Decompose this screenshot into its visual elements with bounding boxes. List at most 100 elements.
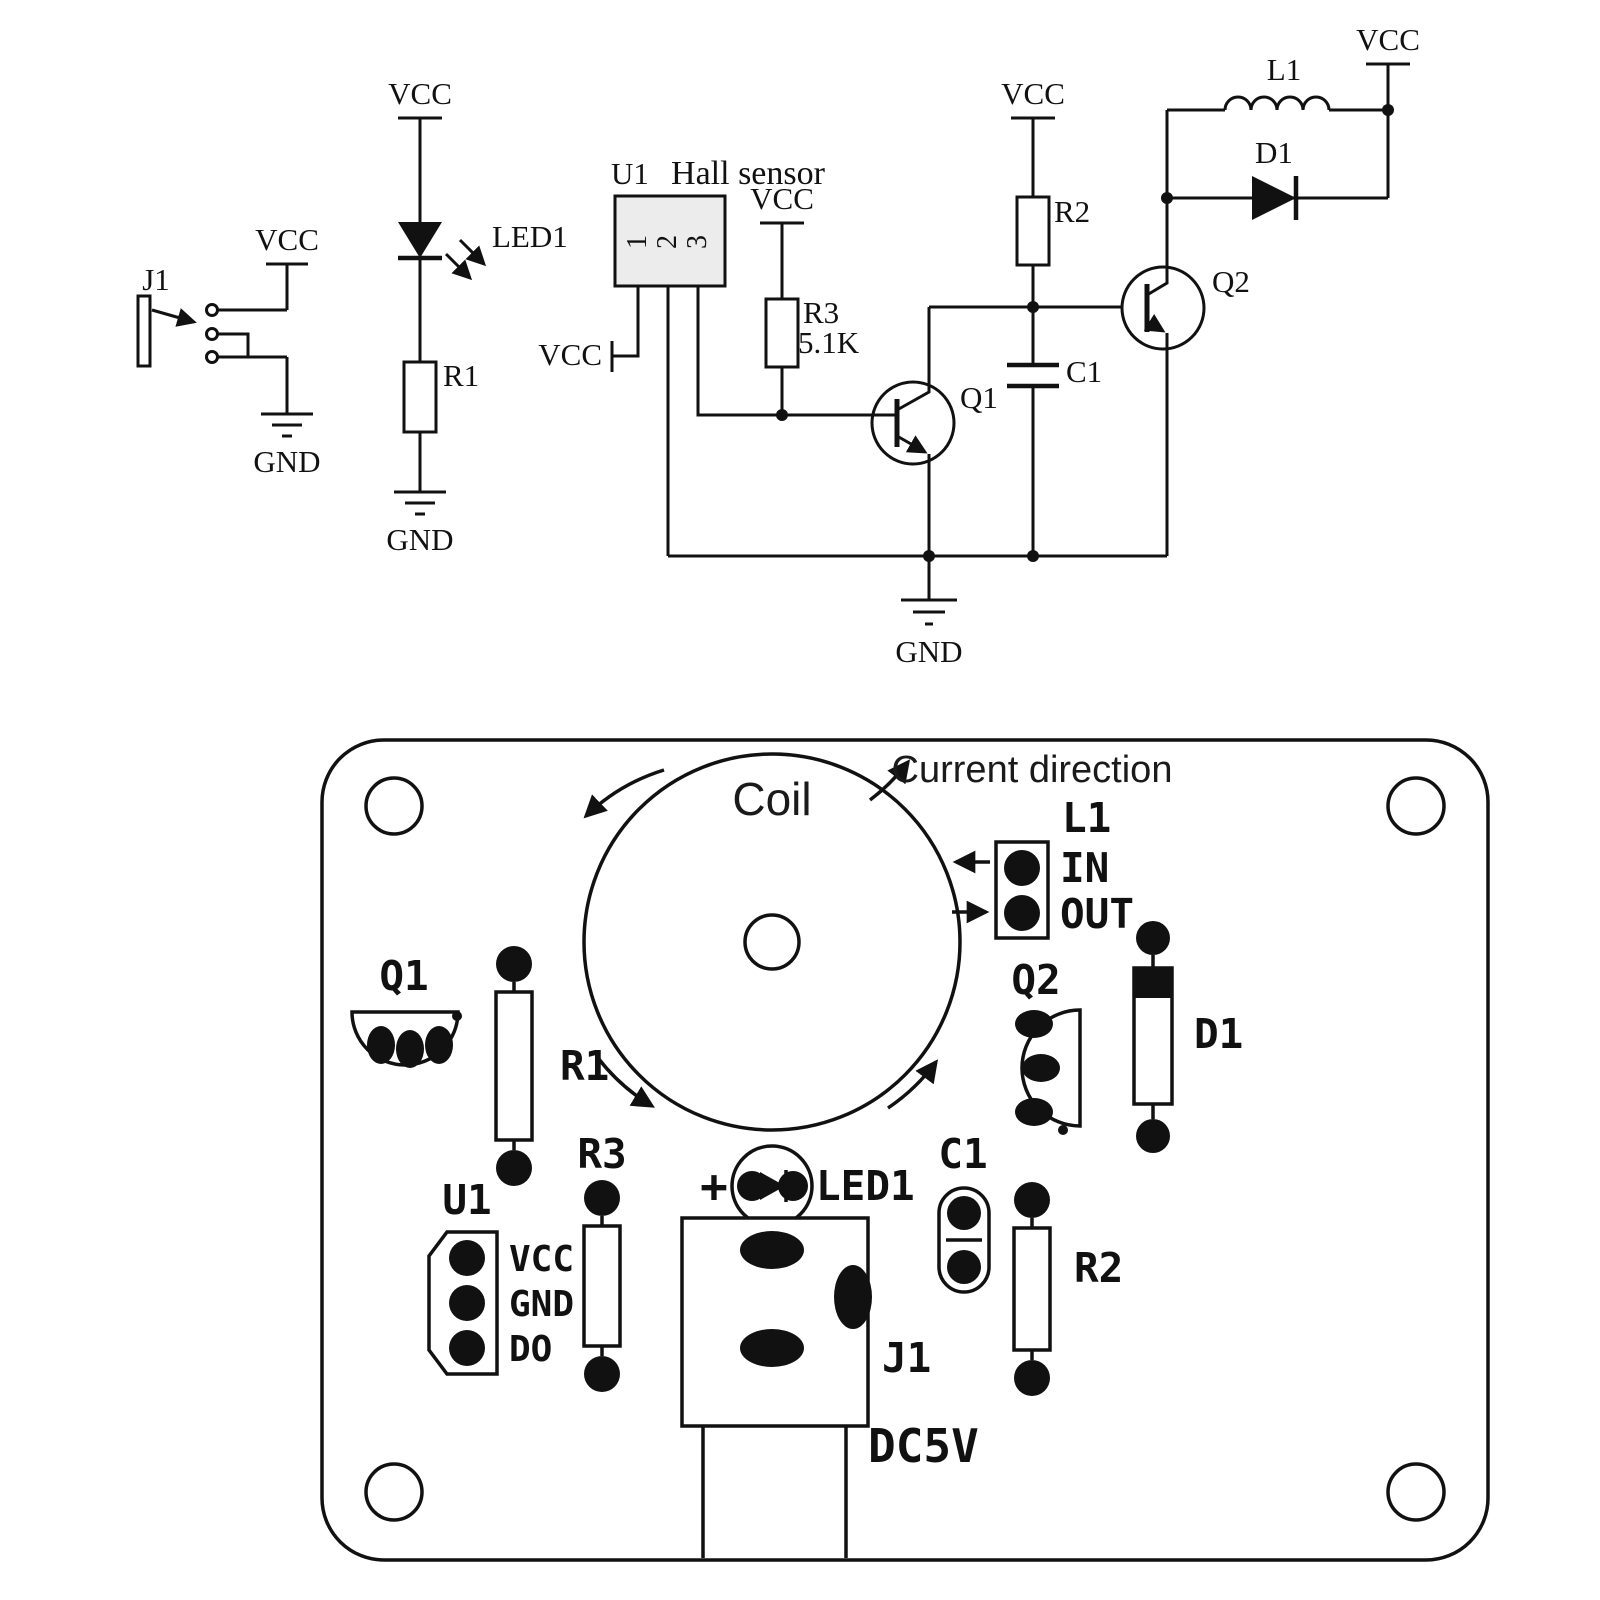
u1-ref-label: U1	[611, 156, 649, 191]
r1-pad	[496, 1150, 532, 1186]
led-emission-arrow	[458, 238, 487, 267]
mounting-hole	[364, 776, 424, 836]
r2-pad	[1014, 1360, 1050, 1396]
r3-outline	[582, 1224, 622, 1348]
gnd-label: GND	[253, 444, 320, 479]
schematic-q2-transistor: Q2	[1120, 192, 1250, 556]
r1-pad	[496, 946, 532, 982]
j1-pad	[834, 1265, 872, 1329]
l1-out-label: OUT	[1060, 890, 1134, 938]
u1-do-label: DO	[509, 1329, 552, 1370]
led1-plus-label: +	[700, 1159, 728, 1213]
l1-in-label: IN	[1060, 844, 1109, 892]
pcb-c1: C1	[937, 1130, 991, 1294]
schematic-d1: D1	[1167, 135, 1388, 220]
gnd-symbol	[261, 412, 313, 438]
pcb-layout: Coil Current direction L1 IN OUT Q1	[320, 738, 1490, 1562]
gnd-symbol	[394, 490, 446, 516]
r3-ref-label: R3	[803, 295, 839, 330]
q2-pin1-mark	[1058, 1125, 1068, 1135]
pcb-coil: Coil Current direction	[582, 749, 1173, 1132]
u1-pad-gnd	[449, 1285, 485, 1321]
r2-ref-label: R2	[1054, 194, 1090, 229]
vcc-label: VCC	[1356, 22, 1420, 57]
d1-ref-label: D1	[1194, 1010, 1243, 1058]
q1-pad	[425, 1026, 453, 1064]
led1-symbol	[760, 1172, 785, 1200]
power-label: DC5V	[868, 1419, 979, 1473]
d1-ref-label: D1	[1255, 135, 1293, 170]
vcc-label: VCC	[538, 337, 602, 372]
pcb-d1: D1	[1132, 921, 1243, 1153]
c1-pad	[947, 1250, 981, 1284]
mounting-hole	[364, 1462, 424, 1522]
pcb-q2: Q2	[1011, 956, 1082, 1135]
u1-pad-vcc	[449, 1240, 485, 1276]
u1-pin3-label: 3	[682, 235, 713, 249]
d1-pad	[1136, 921, 1170, 955]
schematic-led-branch: VCC LED1 R1 GND	[386, 76, 567, 557]
jack-contact-3	[205, 350, 219, 364]
j1-ref-label: J1	[142, 262, 170, 297]
u1-vcc-label: VCC	[509, 1239, 574, 1280]
schematic-c1: C1	[1007, 307, 1102, 562]
q1-ref-label: Q1	[960, 380, 998, 415]
d1-cathode-band	[1134, 968, 1172, 998]
jack-contact-2	[205, 327, 219, 341]
j1-pad	[740, 1231, 804, 1269]
schematic-l1: L1 VCC	[1165, 22, 1420, 283]
gnd-label: GND	[386, 522, 453, 557]
rotation-arrow	[596, 1056, 655, 1108]
junction-dot	[1382, 104, 1394, 116]
l1-coil-symbol	[1223, 95, 1331, 111]
led1-ref-label: LED1	[492, 219, 568, 254]
u1-body	[613, 194, 727, 288]
u1-gnd-label: GND	[509, 1284, 574, 1325]
q1-body	[870, 380, 956, 466]
q2-ref-label: Q2	[1212, 264, 1250, 299]
schematic-r2: VCC R2	[1001, 76, 1090, 313]
led-triangle	[398, 222, 442, 258]
q2-pad	[1015, 1010, 1053, 1038]
q2-pad	[1022, 1054, 1060, 1082]
q2-ref-label: Q2	[1011, 956, 1060, 1004]
vcc-label: VCC	[255, 222, 319, 257]
l1-pad-in	[1004, 850, 1040, 886]
q1-pad	[367, 1026, 395, 1064]
r1-ref-label: R1	[560, 1042, 609, 1090]
pcb-u1: U1 VCC GND DO	[427, 1176, 574, 1376]
u1-ref-label: U1	[442, 1176, 491, 1224]
schematic-q1-transistor: Q1	[870, 307, 998, 556]
vcc-label: VCC	[1001, 76, 1065, 111]
q1-pin1-mark	[452, 1011, 462, 1021]
coil-label: Coil	[732, 773, 811, 825]
q1-collector	[896, 307, 931, 412]
j1-pad	[740, 1329, 804, 1367]
r1-outline	[494, 990, 534, 1142]
current-direction-label: Current direction	[892, 749, 1173, 791]
c1-ref-label: C1	[1066, 354, 1102, 389]
q2-emitter-arrow	[1143, 313, 1166, 333]
u1-pin1-label: 1	[622, 235, 653, 249]
u1-pin2-label: 2	[652, 235, 683, 249]
r2-ref-label: R2	[1074, 1244, 1123, 1292]
l1-ref-label: L1	[1267, 52, 1301, 87]
r2-outline	[1012, 1226, 1052, 1352]
pcb-led1: + LED1	[700, 1144, 915, 1228]
r3-pad	[584, 1356, 620, 1392]
pcb-j1: J1 DC5V	[680, 1216, 979, 1558]
resistor-r2	[1015, 195, 1051, 267]
rotation-arrow	[868, 759, 911, 802]
l1-ref-label: L1	[1062, 794, 1111, 842]
schematic-u1-hall-sensor: U1 Hall sensor 1 2 3 VCC	[538, 155, 897, 556]
resistor-r1	[402, 360, 438, 434]
c1-pad	[947, 1196, 981, 1230]
pcb-r1: R1	[494, 946, 609, 1186]
r1-ref-label: R1	[443, 358, 479, 393]
wire	[218, 332, 250, 357]
pcb-q1: Q1	[350, 952, 462, 1068]
resistor-r3	[764, 297, 800, 369]
wire	[612, 286, 640, 358]
led1-ref-label: LED1	[816, 1162, 915, 1210]
